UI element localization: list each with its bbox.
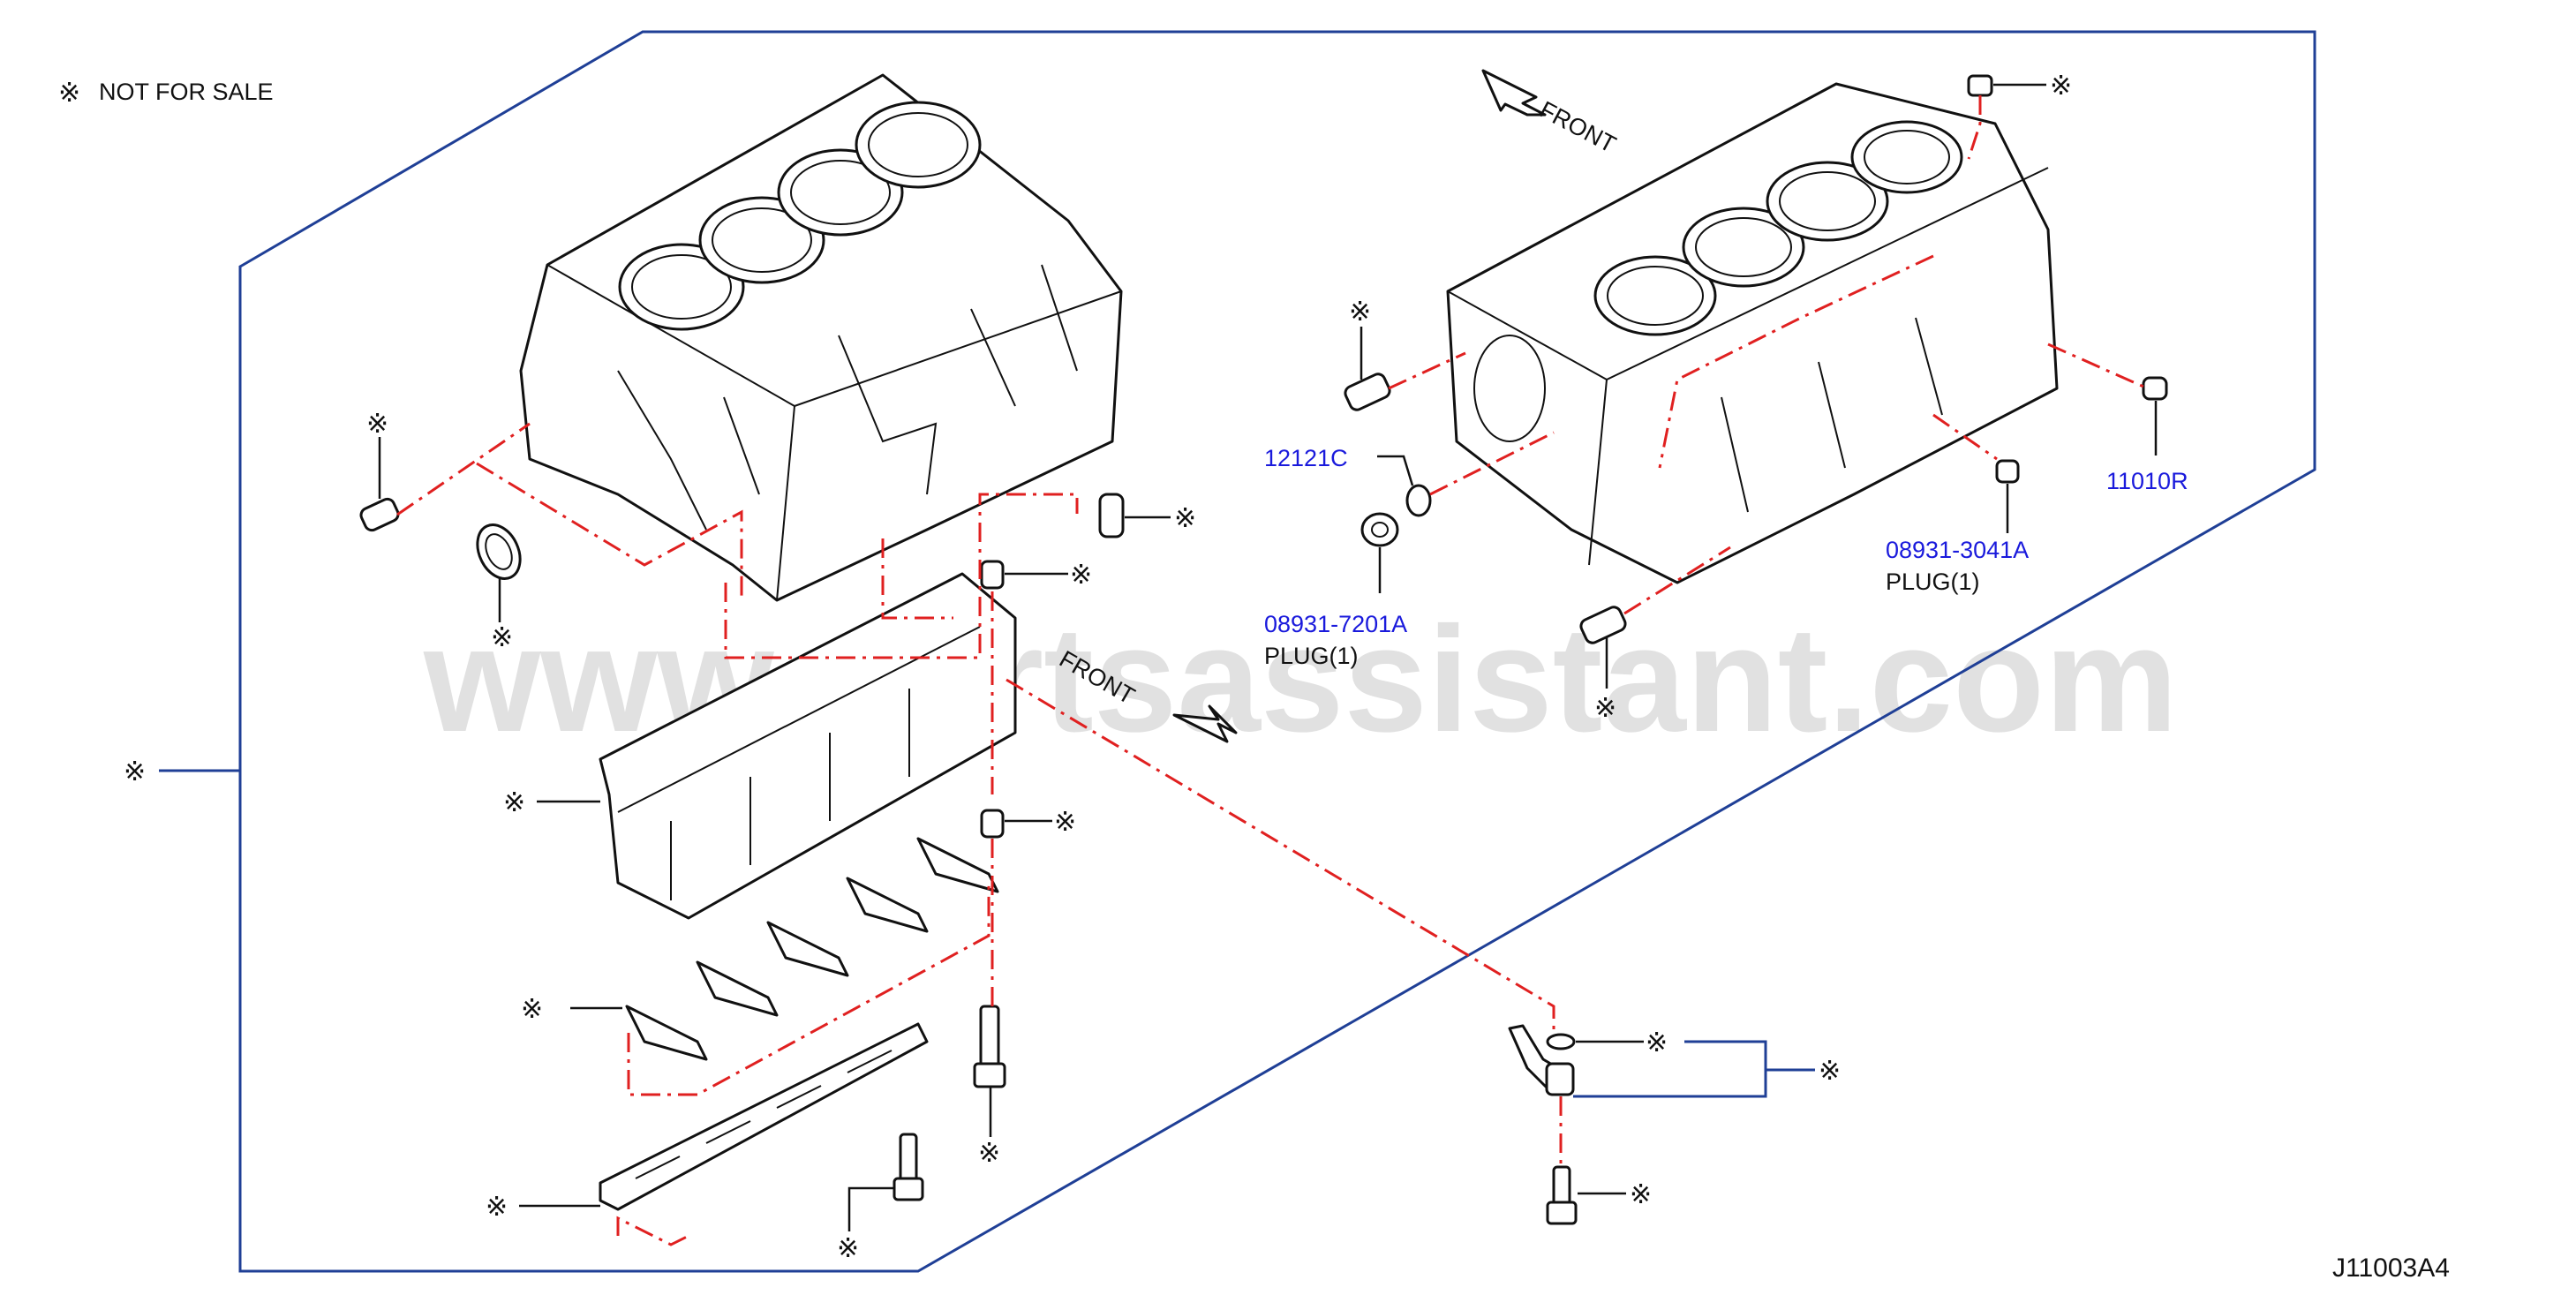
mark-seal-ring-left: ※ — [491, 622, 513, 653]
oil-jet-bolt — [1546, 1165, 1578, 1225]
part-desc-08931-3041A: PLUG(1) — [1886, 568, 1980, 595]
o-ring-12121C — [1405, 484, 1432, 517]
dowel-cap-mid — [980, 809, 1005, 839]
cylinder-block-left — [519, 73, 1123, 602]
dowel-block-right — [1098, 493, 1125, 538]
mark-oil-jet-bolt: ※ — [1630, 1179, 1652, 1210]
front-arrow-upper: FRONT — [1481, 69, 1620, 158]
diagram-code: J11003A4 — [2332, 1254, 2450, 1283]
part-code-11010R: 11010R — [2106, 468, 2188, 494]
mark-main-bolt: ※ — [978, 1138, 1000, 1169]
ladder-rail — [599, 1022, 929, 1211]
assembly-mark: ※ — [124, 757, 146, 787]
plug-11010R — [2142, 376, 2168, 401]
dowel-right-block-left — [1344, 373, 1391, 411]
dowel-right-block-lower — [1579, 606, 1627, 644]
mark-oil-jet-gasket: ※ — [1646, 1028, 1668, 1058]
dowel-left — [359, 497, 400, 532]
leader-12121C — [1377, 455, 1414, 486]
leader-oil-jet-group — [1573, 1040, 1767, 1098]
mark-oil-jet-group: ※ — [1819, 1056, 1841, 1087]
bearing-shells — [625, 837, 999, 1061]
oil-jet-assembly — [1508, 1024, 1576, 1096]
front-label-upper: FRONT — [1535, 96, 1620, 158]
mark-dowel-right-block-lower: ※ — [1594, 693, 1616, 724]
cylinder-block-right — [1446, 82, 2059, 584]
mark-bearing-shells: ※ — [521, 994, 543, 1025]
main-bolt — [973, 1005, 1006, 1088]
not-for-sale-mark-note: ※ — [58, 78, 80, 109]
assembly-frame — [238, 30, 2316, 1273]
cap-top-right — [1967, 74, 1993, 97]
mark-cap-top-right: ※ — [2050, 71, 2072, 102]
part-desc-08931-7201A: PLUG(1) — [1264, 643, 1359, 669]
plug-08931-3041A — [1995, 459, 2020, 484]
part-code-08931-7201A: 08931-7201A — [1264, 611, 1407, 637]
seal-ring-left — [476, 523, 522, 580]
mark-small-bolt: ※ — [837, 1233, 859, 1264]
explode-lines-right — [1388, 95, 2144, 615]
mark-dowel-cap-top: ※ — [1070, 560, 1092, 591]
not-for-sale-note: NOT FOR SALE — [99, 79, 274, 105]
part-code-08931-3041A: 08931-3041A — [1886, 537, 2029, 563]
leader-small-bolt — [847, 1186, 893, 1231]
small-bolt — [893, 1133, 924, 1201]
mark-dowel-right-block-left: ※ — [1349, 297, 1371, 328]
dowel-cap-top — [980, 560, 1005, 590]
mark-dowel-left: ※ — [366, 409, 388, 440]
mark-bearing-cap-frame: ※ — [503, 787, 525, 818]
mark-ladder-rail: ※ — [486, 1192, 508, 1223]
mark-dowel-cap-mid: ※ — [1054, 807, 1076, 838]
explode-lines-left — [396, 422, 1555, 1246]
part-code-12121C: 12121C — [1264, 445, 1348, 471]
mark-dowel-block-right: ※ — [1174, 503, 1196, 534]
plug-08931-7201A — [1360, 512, 1399, 547]
